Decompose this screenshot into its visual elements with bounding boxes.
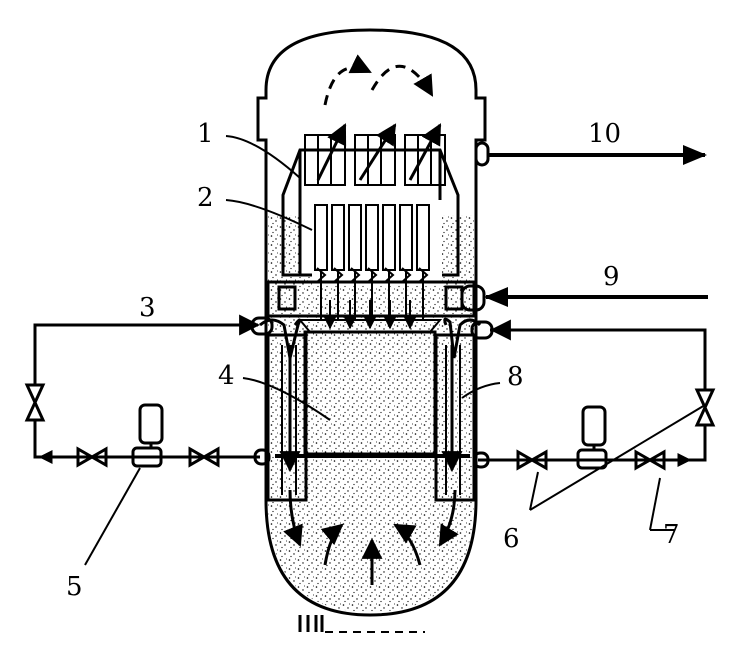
label-6: 6: [503, 524, 520, 554]
label-10: 10: [588, 119, 621, 149]
label-1: 1: [197, 119, 214, 149]
fuel-assemblies: [312, 200, 442, 320]
right-recirculation-loop: [470, 319, 716, 471]
downcomer-right: [434, 317, 482, 547]
label-5: 5: [66, 572, 83, 602]
labels: 1 2 3 4 5 6 7 8 9 10: [66, 119, 680, 602]
feed-header: [266, 280, 486, 333]
label-4: 4: [218, 361, 235, 391]
downcomer-left: [259, 318, 308, 547]
upper-block: [281, 54, 460, 277]
leader-lines: [84, 135, 706, 566]
label-3: 3: [139, 293, 156, 323]
label-7: 7: [663, 520, 680, 550]
label-9: 9: [603, 262, 620, 292]
plenum-flow-arrows: [320, 523, 422, 585]
label-2: 2: [197, 183, 214, 213]
left-recirculation-loop: [24, 314, 274, 468]
label-8: 8: [507, 362, 524, 392]
steam-outlet: [474, 141, 707, 167]
